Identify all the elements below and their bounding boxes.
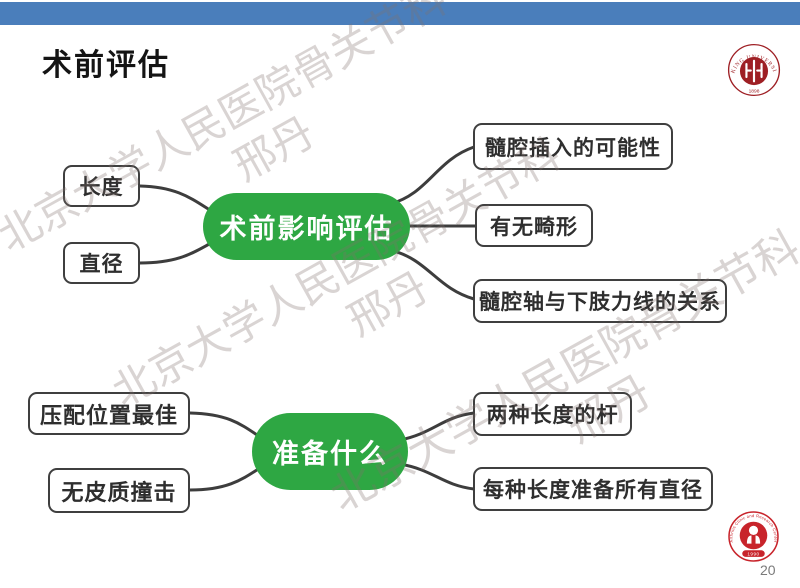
pku-emblem-icon	[745, 59, 763, 83]
arthritis-year: 1990	[747, 551, 759, 556]
peking-university-logo-icon: PEKING UNIVERSITY 1898	[727, 43, 781, 97]
node-pressfit-position: 压配位置最佳	[28, 392, 190, 435]
node-no-cortical-impingement: 无皮质撞击	[48, 468, 190, 513]
pku-year: 1898	[749, 89, 760, 95]
node-all-diameters: 每种长度准备所有直径	[473, 467, 713, 511]
node-canal-axis-alignment: 髓腔轴与下肢力线的关系	[473, 279, 727, 323]
node-diameter: 直径	[63, 242, 140, 284]
page-number: 20	[760, 562, 776, 578]
central-node-what-to-prepare: 准备什么	[252, 413, 408, 490]
arthritis-clinic-logo-icon: Arthritis Clinic and Research Center 199…	[728, 511, 779, 562]
central-node-preop-impact: 术前影响评估	[203, 193, 410, 260]
accent-bar	[0, 2, 800, 25]
node-canal-insertion: 髓腔插入的可能性	[473, 123, 673, 170]
node-deformity: 有无畸形	[475, 204, 593, 247]
node-length: 长度	[63, 165, 140, 207]
node-two-lengths-stem: 两种长度的杆	[473, 392, 632, 436]
page-title: 术前评估	[42, 48, 170, 83]
arthritis-emblem-icon	[746, 525, 761, 544]
